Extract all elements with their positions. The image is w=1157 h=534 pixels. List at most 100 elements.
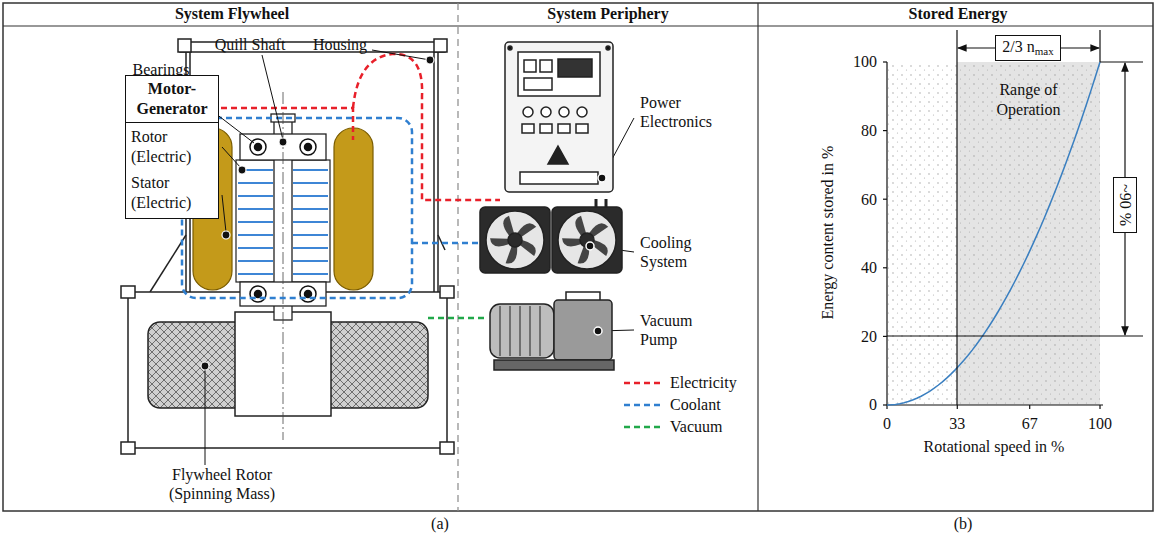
vacuum-pump-device [594,327,602,335]
legend-line [624,382,662,385]
axis-tick: 80 [861,121,877,140]
callout-dot [279,138,287,146]
callout-dot [201,56,434,370]
device-label: Vacuum Pump [640,311,720,349]
component-table: Motor-GeneratorRotor (Electric)Stator (E… [125,75,219,219]
legend-text: Electricity [670,374,737,392]
node-text: ~90 % [1117,184,1134,226]
cooling-system-device [562,238,581,246]
leader-line [172,50,634,465]
leader-line [222,147,241,168]
node-text: Range of Operation [984,80,1074,120]
bearing-symbol [305,291,312,298]
rotor-electric [293,221,328,223]
rotor-electric [293,247,328,249]
power-electronics-device [540,124,552,133]
rotor-electric [293,169,328,171]
axis-tick: 60 [861,190,877,209]
flywheel-frame [433,52,435,292]
dimension-box: 2/3 nmax [995,35,1060,61]
legend-text: Coolant [670,396,721,414]
cooling-system-device [586,242,594,250]
flywheel-housing [121,442,135,454]
power-electronics-device [518,52,600,96]
range-bracket [887,30,1143,405]
bearing-symbol [255,144,262,151]
leader-line [372,50,430,60]
panel-caption: (b) [954,514,973,533]
node-subtext: Rotor (Electric) [126,123,218,169]
coolant-line [412,242,480,245]
power-electronics-device [523,107,533,117]
rotor-electric [293,260,328,262]
chart-area [957,62,1100,405]
chart-area [887,62,1100,405]
chart-axis [887,404,1103,405]
rotor-electric [238,182,273,184]
vacuum-pump-device [494,360,614,370]
flywheel-housing [440,442,454,454]
part-label: Quill Shaft [215,35,286,54]
part-label: Flywheel Rotor (Spinning Mass) [142,465,302,503]
power-electronics-device [548,146,568,164]
axis-tick: 33 [949,414,965,433]
rotor-electric [238,260,273,262]
power-electronics-device [598,174,606,182]
power-electronics-device [606,46,610,50]
rotor-electric [238,208,273,210]
node-text: Motor-Generator [126,76,218,123]
chart-area [887,62,957,405]
cooling-system-device [596,199,606,207]
chart-axis [886,62,887,405]
legend-sample [622,421,664,433]
chart-axis [957,405,958,409]
axis-tick: 20 [861,327,877,346]
bearing-symbol [250,139,316,302]
vacuum-line [428,317,488,320]
axis-tick: 40 [861,258,877,277]
cooling-system-device [480,199,622,273]
power-electronics-device [524,60,536,72]
callout-dot [201,362,209,370]
chart-axis [883,130,887,131]
rotor-electric [238,273,273,275]
bearing-symbol [300,286,316,302]
legend-row: Electricity [622,372,737,394]
flywheel-housing [121,286,135,298]
chart-axis [1029,405,1030,409]
callout-dot [426,56,434,64]
power-electronics-device [541,107,551,117]
panel-frame [757,3,758,511]
legend: ElectricityCoolantVacuum [622,372,737,438]
electricity-line [213,108,353,140]
power-electronics-device [508,46,512,50]
quill-shaft [240,92,326,440]
panel-frame [3,3,1153,511]
panel-frame [3,3,1153,511]
power-electronics-device [558,124,570,133]
axis-tick: 100 [1088,414,1112,433]
panel-header: System Periphery [547,4,668,23]
chart-axis [1099,405,1100,409]
rotor-electric [238,247,273,249]
rotor-electric [293,195,328,197]
flywheel-housing [440,286,454,298]
power-electronics-device [505,42,613,192]
flywheel-frame [178,39,191,52]
panel-header: Stored Energy [909,4,1008,23]
panel-frame [3,25,1153,26]
cooling-system-device [490,216,608,264]
dimension-box: ~90 % [1113,177,1137,233]
power-electronics-device [559,107,569,117]
node-subtext: Stator (Electric) [126,169,218,218]
flywheel-rotor [148,312,428,416]
callout-dot [222,231,230,239]
cooling-system-device [558,211,616,269]
cooling-system-device [486,211,544,269]
rotor-electric [238,221,273,223]
leader-line [222,195,226,232]
vacuum-line [428,317,488,320]
energy-curve [887,62,1100,405]
chart-axis [883,62,1103,409]
chart-axis [883,199,887,200]
